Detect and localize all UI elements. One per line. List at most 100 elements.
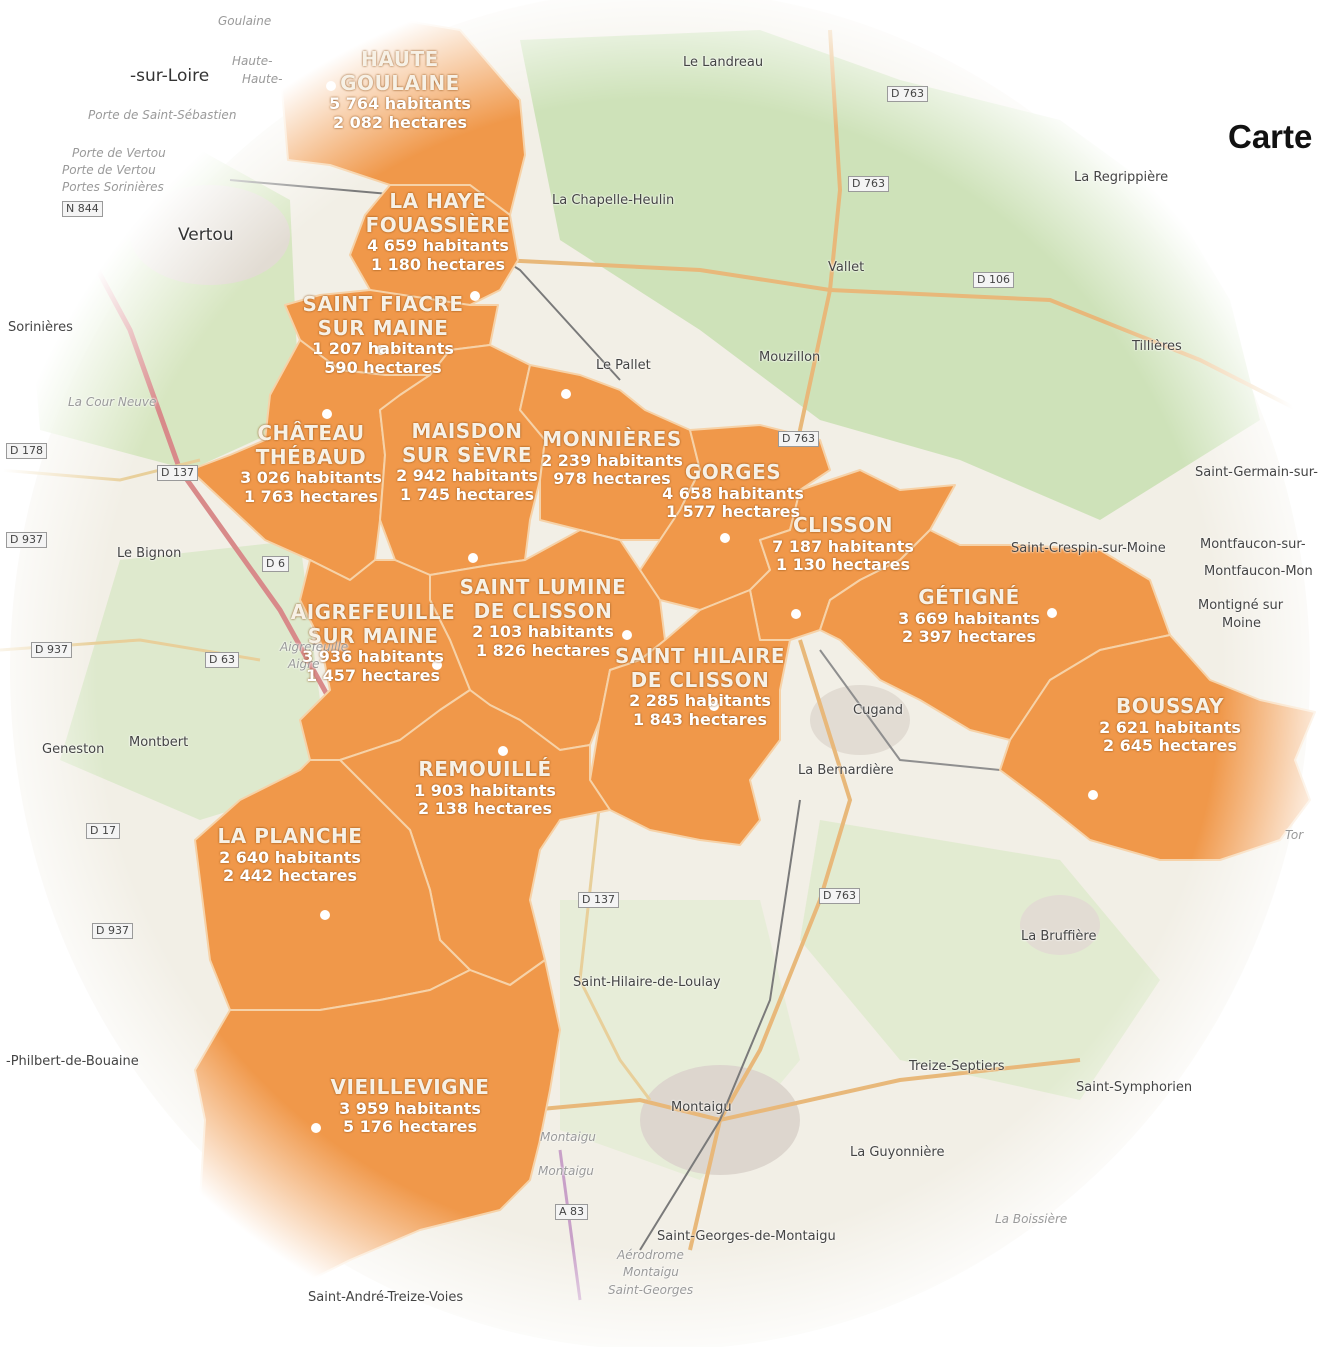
commune-name: FOUASSIÈRE	[365, 212, 511, 237]
place-name: Montbert	[129, 735, 189, 750]
commune-habitants: 2 942 habitants	[396, 466, 538, 486]
place-name: La Guyonnière	[850, 1145, 945, 1160]
place-name: Saint-Georges	[608, 1283, 694, 1297]
place-name: Aigre	[288, 657, 320, 671]
road-label: D 763	[778, 431, 819, 447]
commune-name: GÉTIGNÉ	[918, 585, 1020, 609]
place-name: Vertou	[178, 225, 234, 245]
place-name: Montaigu	[623, 1265, 679, 1279]
place-name: Tor	[1285, 828, 1304, 842]
road-label: D 763	[819, 888, 860, 904]
commune-hectares: 2 645 hectares	[1102, 736, 1238, 756]
road-label: D 937	[31, 642, 72, 658]
commune-habitants: 5 764 habitants	[329, 94, 471, 114]
commune-hectares: 1 745 hectares	[399, 485, 535, 505]
place-name: Montaigu	[671, 1100, 732, 1115]
commune-name: SUR MAINE	[307, 623, 439, 648]
commune-habitants: 4 658 habitants	[662, 483, 804, 503]
commune-habitants: 1 207 habitants	[312, 339, 454, 359]
road-label: A 83	[555, 1204, 589, 1220]
road-label: D 178	[6, 443, 47, 459]
place-name: Vallet	[828, 260, 865, 275]
road-label: D 63	[205, 652, 239, 668]
place-name: La Chapelle-Heulin	[552, 193, 675, 208]
commune-name: REMOUILLÉ	[418, 757, 552, 781]
place-name: La Regrippière	[1074, 170, 1169, 185]
place-name: Le Bignon	[117, 546, 182, 561]
commune-name: CHÂTEAU	[257, 421, 365, 445]
place-name: Montigné sur	[1198, 598, 1284, 613]
road-label: D 137	[157, 465, 198, 481]
commune-name: MAISDON	[411, 419, 523, 443]
commune-habitants: 2 103 habitants	[472, 622, 614, 642]
commune-hectares: 2 138 hectares	[417, 799, 553, 819]
place-name: Montaigu	[540, 1130, 596, 1144]
road-label: D 106	[973, 272, 1014, 288]
place-name: Porte de Vertou	[72, 146, 166, 160]
place-name: La Bernardière	[798, 763, 894, 778]
road-label: D 137	[578, 892, 619, 908]
road-label: D 937	[6, 532, 47, 548]
place-name: Mouzillon	[759, 350, 821, 365]
commune-habitants: 2 285 habitants	[629, 691, 771, 711]
place-name: Haute-	[232, 54, 273, 68]
commune-hectares: 1 130 hectares	[775, 555, 911, 575]
place-name: Sorinières	[8, 320, 73, 335]
commune-hectares: 2 442 hectares	[222, 866, 358, 886]
place-name: Le Pallet	[596, 358, 651, 373]
place-name: Saint-André-Treize-Voies	[308, 1290, 464, 1305]
place-name: La Boissière	[995, 1212, 1068, 1226]
commune-hectares: 978 hectares	[553, 469, 671, 489]
commune-name: AIGREFEUILLE	[290, 600, 456, 624]
commune-name: THÉBAUD	[255, 444, 367, 469]
commune-hectares: 1 826 hectares	[475, 641, 611, 661]
commune-hectares: 2 397 hectares	[901, 627, 1037, 647]
place-name: La Cour Neuve	[68, 395, 157, 409]
place-name: -sur-Loire	[130, 66, 210, 86]
place-name: Saint-Crespin-sur-Moine	[1011, 541, 1166, 556]
road-label: D 763	[848, 176, 889, 192]
commune-name: LA PLANCHE	[217, 824, 363, 848]
place-name: Saint-Symphorien	[1076, 1080, 1193, 1095]
commune-habitants: 3 936 habitants	[302, 647, 444, 667]
place-name: Aérodrome	[617, 1248, 684, 1262]
place-name: Tillières	[1132, 339, 1182, 354]
commune-habitants: 4 659 habitants	[367, 236, 509, 256]
place-name: Le Landreau	[683, 55, 764, 70]
place-name: Geneston	[42, 742, 105, 757]
commune-habitants: 7 187 habitants	[772, 536, 914, 556]
commune-name: DE CLISSON	[630, 667, 770, 692]
commune-name: SAINT FIACRE	[302, 292, 464, 316]
commune-hectares: 1 457 hectares	[305, 666, 441, 686]
commune-name: MONNIÈRES	[542, 427, 682, 451]
road-label: D 763	[887, 86, 928, 102]
commune-habitants: 3 669 habitants	[898, 608, 1040, 628]
place-name: Montfaucon-sur-	[1200, 537, 1306, 552]
commune-habitants: 1 903 habitants	[414, 780, 556, 800]
commune-hectares: 1 577 hectares	[665, 502, 801, 522]
place-name: Cugand	[853, 703, 904, 718]
commune-name: SAINT HILAIRE	[614, 644, 786, 668]
commune-hectares: 590 hectares	[324, 358, 442, 378]
place-name: Aigrefeuille	[280, 640, 349, 654]
place-name: Goulaine	[218, 14, 272, 28]
road-label: D 17	[86, 823, 120, 839]
place-name: Porte de Vertou	[62, 163, 156, 177]
commune-hectares: 2 082 hectares	[332, 113, 468, 133]
commune-name: GORGES	[684, 460, 782, 484]
commune-hectares: 1 763 hectares	[243, 487, 379, 507]
commune-habitants: 2 239 habitants	[541, 450, 683, 470]
commune-name: SUR MAINE	[317, 315, 449, 340]
commune-habitants: 3 959 habitants	[339, 1098, 481, 1118]
